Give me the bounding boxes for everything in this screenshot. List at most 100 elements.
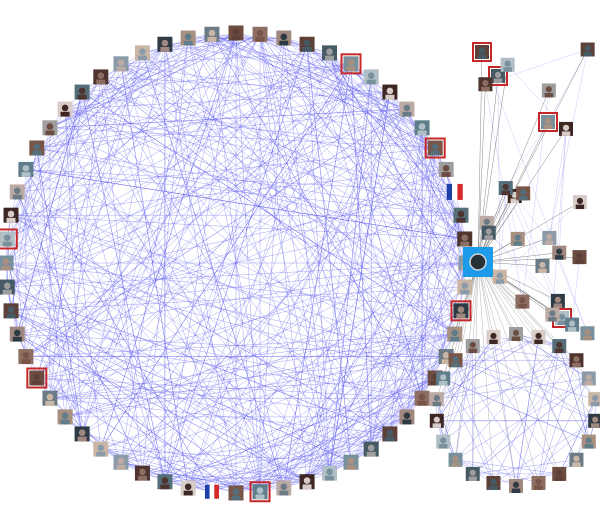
large-cluster-node[interactable] (343, 454, 359, 470)
upper-right-cluster-node[interactable] (559, 121, 574, 136)
lower-right-cluster-node[interactable] (569, 452, 584, 467)
lower-right-cluster-node[interactable] (588, 413, 600, 428)
lower-right-cluster-node[interactable] (552, 339, 567, 354)
large-cluster-node[interactable] (0, 255, 14, 271)
large-cluster-node[interactable] (18, 161, 34, 177)
large-cluster-node[interactable] (18, 349, 34, 365)
upper-right-cluster-node[interactable] (535, 259, 550, 274)
lower-right-cluster-node[interactable] (448, 353, 463, 368)
large-cluster-node[interactable] (399, 409, 415, 425)
large-cluster-node[interactable] (134, 465, 150, 481)
large-cluster-node[interactable] (228, 25, 244, 41)
upper-right-cluster-node[interactable] (498, 181, 513, 196)
large-cluster-node[interactable] (93, 69, 109, 85)
lower-right-cluster-node[interactable] (509, 327, 523, 341)
large-cluster-node[interactable] (450, 300, 472, 322)
large-cluster-node[interactable] (299, 36, 315, 52)
upper-right-cluster-node[interactable] (472, 42, 492, 62)
lower-right-cluster-node[interactable] (486, 330, 501, 345)
large-cluster-node[interactable] (180, 30, 196, 46)
upper-right-cluster-node[interactable] (538, 112, 558, 132)
upper-right-cluster-node[interactable] (542, 230, 557, 245)
lower-right-cluster-node[interactable] (531, 330, 546, 345)
lower-right-cluster-node[interactable] (531, 475, 546, 490)
large-cluster-node[interactable] (157, 474, 173, 490)
large-cluster-node[interactable] (340, 53, 362, 75)
lower-right-cluster-node[interactable] (465, 466, 480, 481)
large-cluster-node[interactable] (399, 101, 415, 117)
large-cluster-node[interactable] (134, 45, 150, 61)
large-cluster-node[interactable] (382, 426, 398, 442)
large-cluster-node[interactable] (0, 228, 18, 250)
lower-right-cluster-node[interactable] (436, 434, 451, 449)
large-cluster-node[interactable] (382, 84, 398, 100)
large-cluster-node[interactable] (414, 390, 430, 406)
lower-right-cluster-node[interactable] (581, 434, 596, 449)
large-cluster-node[interactable] (322, 465, 338, 481)
large-cluster-node[interactable] (457, 279, 473, 295)
lower-right-cluster-node[interactable] (569, 353, 584, 368)
upper-right-cluster-node[interactable] (492, 269, 507, 284)
large-cluster-node[interactable] (9, 184, 25, 200)
large-cluster-node[interactable] (93, 441, 109, 457)
large-cluster-node[interactable] (157, 36, 173, 52)
lower-right-cluster-node[interactable] (588, 392, 600, 407)
lower-right-cluster-node[interactable] (429, 413, 444, 428)
large-cluster-node[interactable] (42, 390, 58, 406)
upper-right-cluster-node[interactable] (478, 77, 493, 92)
lower-right-cluster-node[interactable] (552, 466, 567, 481)
large-cluster-node[interactable] (276, 30, 292, 46)
upper-right-cluster-node[interactable] (541, 83, 556, 98)
large-cluster-node[interactable] (453, 207, 469, 223)
lower-right-cluster-node[interactable] (436, 371, 451, 386)
large-cluster-node[interactable] (57, 101, 73, 117)
upper-right-cluster-node[interactable] (516, 186, 531, 201)
large-cluster-node[interactable] (204, 26, 220, 42)
large-cluster-node[interactable] (299, 474, 315, 490)
large-cluster-node[interactable] (180, 480, 196, 496)
large-cluster-node[interactable] (363, 441, 379, 457)
large-cluster-node[interactable] (74, 426, 90, 442)
lower-right-cluster-node[interactable] (486, 475, 501, 490)
hub-node[interactable] (463, 247, 493, 277)
lower-right-cluster-node[interactable] (429, 392, 444, 407)
large-cluster-node[interactable] (424, 137, 446, 159)
upper-right-cluster-node[interactable] (550, 293, 565, 308)
large-cluster-node[interactable] (74, 84, 90, 100)
lower-right-cluster-node[interactable] (448, 452, 463, 467)
large-cluster-node[interactable] (9, 326, 25, 342)
lower-right-cluster-node[interactable] (581, 371, 596, 386)
upper-right-cluster-node[interactable] (552, 245, 567, 260)
large-cluster-node[interactable] (276, 480, 292, 496)
upper-right-cluster-node[interactable] (510, 231, 525, 246)
large-cluster-node[interactable] (457, 231, 473, 247)
large-cluster-node[interactable] (438, 161, 454, 177)
upper-right-cluster-node[interactable] (515, 294, 530, 309)
large-cluster-node[interactable] (113, 56, 129, 72)
large-cluster-node[interactable] (3, 207, 19, 223)
lower-right-cluster-node[interactable] (465, 339, 480, 354)
large-cluster-node[interactable] (26, 367, 48, 389)
upper-right-cluster-node[interactable] (572, 195, 587, 210)
french-flag-icon[interactable] (446, 183, 463, 200)
large-cluster-node[interactable] (447, 326, 463, 342)
large-cluster-node[interactable] (228, 485, 244, 501)
french-flag-icon[interactable] (204, 484, 219, 499)
lower-right-cluster-node[interactable] (509, 479, 523, 493)
upper-right-cluster-node[interactable] (580, 42, 595, 57)
upper-right-cluster-node[interactable] (580, 326, 595, 341)
upper-right-cluster-node[interactable] (545, 307, 560, 322)
large-cluster-node[interactable] (249, 481, 271, 503)
large-cluster-node[interactable] (0, 279, 15, 295)
large-cluster-node[interactable] (3, 303, 19, 319)
large-cluster-node[interactable] (42, 120, 58, 136)
upper-right-cluster-node[interactable] (488, 66, 508, 86)
upper-right-cluster-node[interactable] (481, 225, 496, 240)
large-cluster-node[interactable] (113, 454, 129, 470)
upper-right-cluster-node[interactable] (572, 250, 587, 265)
large-cluster-node[interactable] (57, 409, 73, 425)
upper-right-cluster-node[interactable] (500, 57, 515, 72)
large-cluster-node[interactable] (252, 26, 268, 42)
large-cluster-node[interactable] (363, 69, 379, 85)
upper-right-cluster-node[interactable] (565, 317, 580, 332)
